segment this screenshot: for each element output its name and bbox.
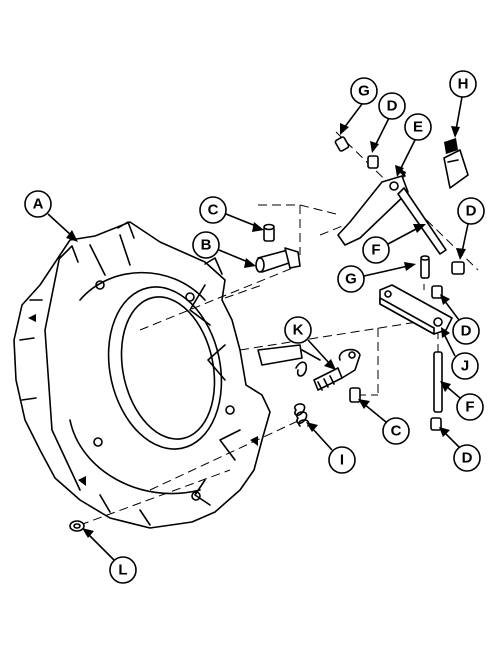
part-d-bushing-top [367,155,379,169]
callout-c-bottom: C [358,399,410,445]
callout-l-label: L [118,562,127,579]
part-d-bushing-right-upper [451,261,465,275]
callout-k: K [284,316,336,370]
callout-k-label: K [293,322,304,339]
callout-d-right-mid: D [440,294,480,345]
callout-h: H [449,70,477,138]
callout-b: B [192,231,256,268]
part-d-bushing-right-bottom [430,417,442,431]
callout-l: L [82,528,137,584]
callout-g-top-label: G [358,83,370,100]
part-e-lever [337,168,447,255]
callout-b-label: B [201,237,212,254]
part-h-spring-clip [443,138,469,189]
part-k-spring-assembly [257,344,361,391]
callout-c-top: C [199,196,264,232]
part-g-pin-top [334,136,350,152]
callout-i-label: I [340,452,344,469]
callout-g-top: G [340,77,378,135]
callout-d-top-label: D [387,98,398,115]
callout-c-bottom-label: C [391,423,402,440]
part-c-bushing-top [263,223,275,242]
callout-d-right-bottom-label: D [462,450,473,467]
callout-e: E [395,113,432,177]
callout-f-lower-label: F [465,399,474,416]
callout-h-label: H [458,76,469,93]
housing-casting [13,221,271,529]
part-l-washer [69,520,85,532]
callout-d-right-bottom: D [439,427,481,472]
callout-f-upper-label: F [371,242,380,259]
part-b-fitting [255,247,301,273]
part-d-bushing-right-mid [431,285,443,299]
callout-j-label: J [461,358,469,375]
callout-d-right-upper: D [456,197,485,260]
callout-d-top: D [370,92,406,153]
callout-j: J [441,327,479,380]
callout-c-top-label: C [208,202,219,219]
callout-a-label: A [33,196,44,213]
part-g-pin-mid [420,255,430,279]
part-c-bushing-bottom [349,387,361,403]
callout-f-lower: F [440,381,484,421]
callout-e-label: E [413,119,423,136]
callout-a: A [24,190,78,242]
callout-g-mid-label: G [345,271,357,288]
callout-i: I [306,422,356,474]
callout-f-upper: F [362,224,426,264]
callout-d-right-upper-label: D [466,203,477,220]
alignment-lines [79,131,479,526]
callout-g-mid: G [337,262,416,293]
part-j-link [379,284,453,335]
callout-d-right-mid-label: D [461,323,472,340]
